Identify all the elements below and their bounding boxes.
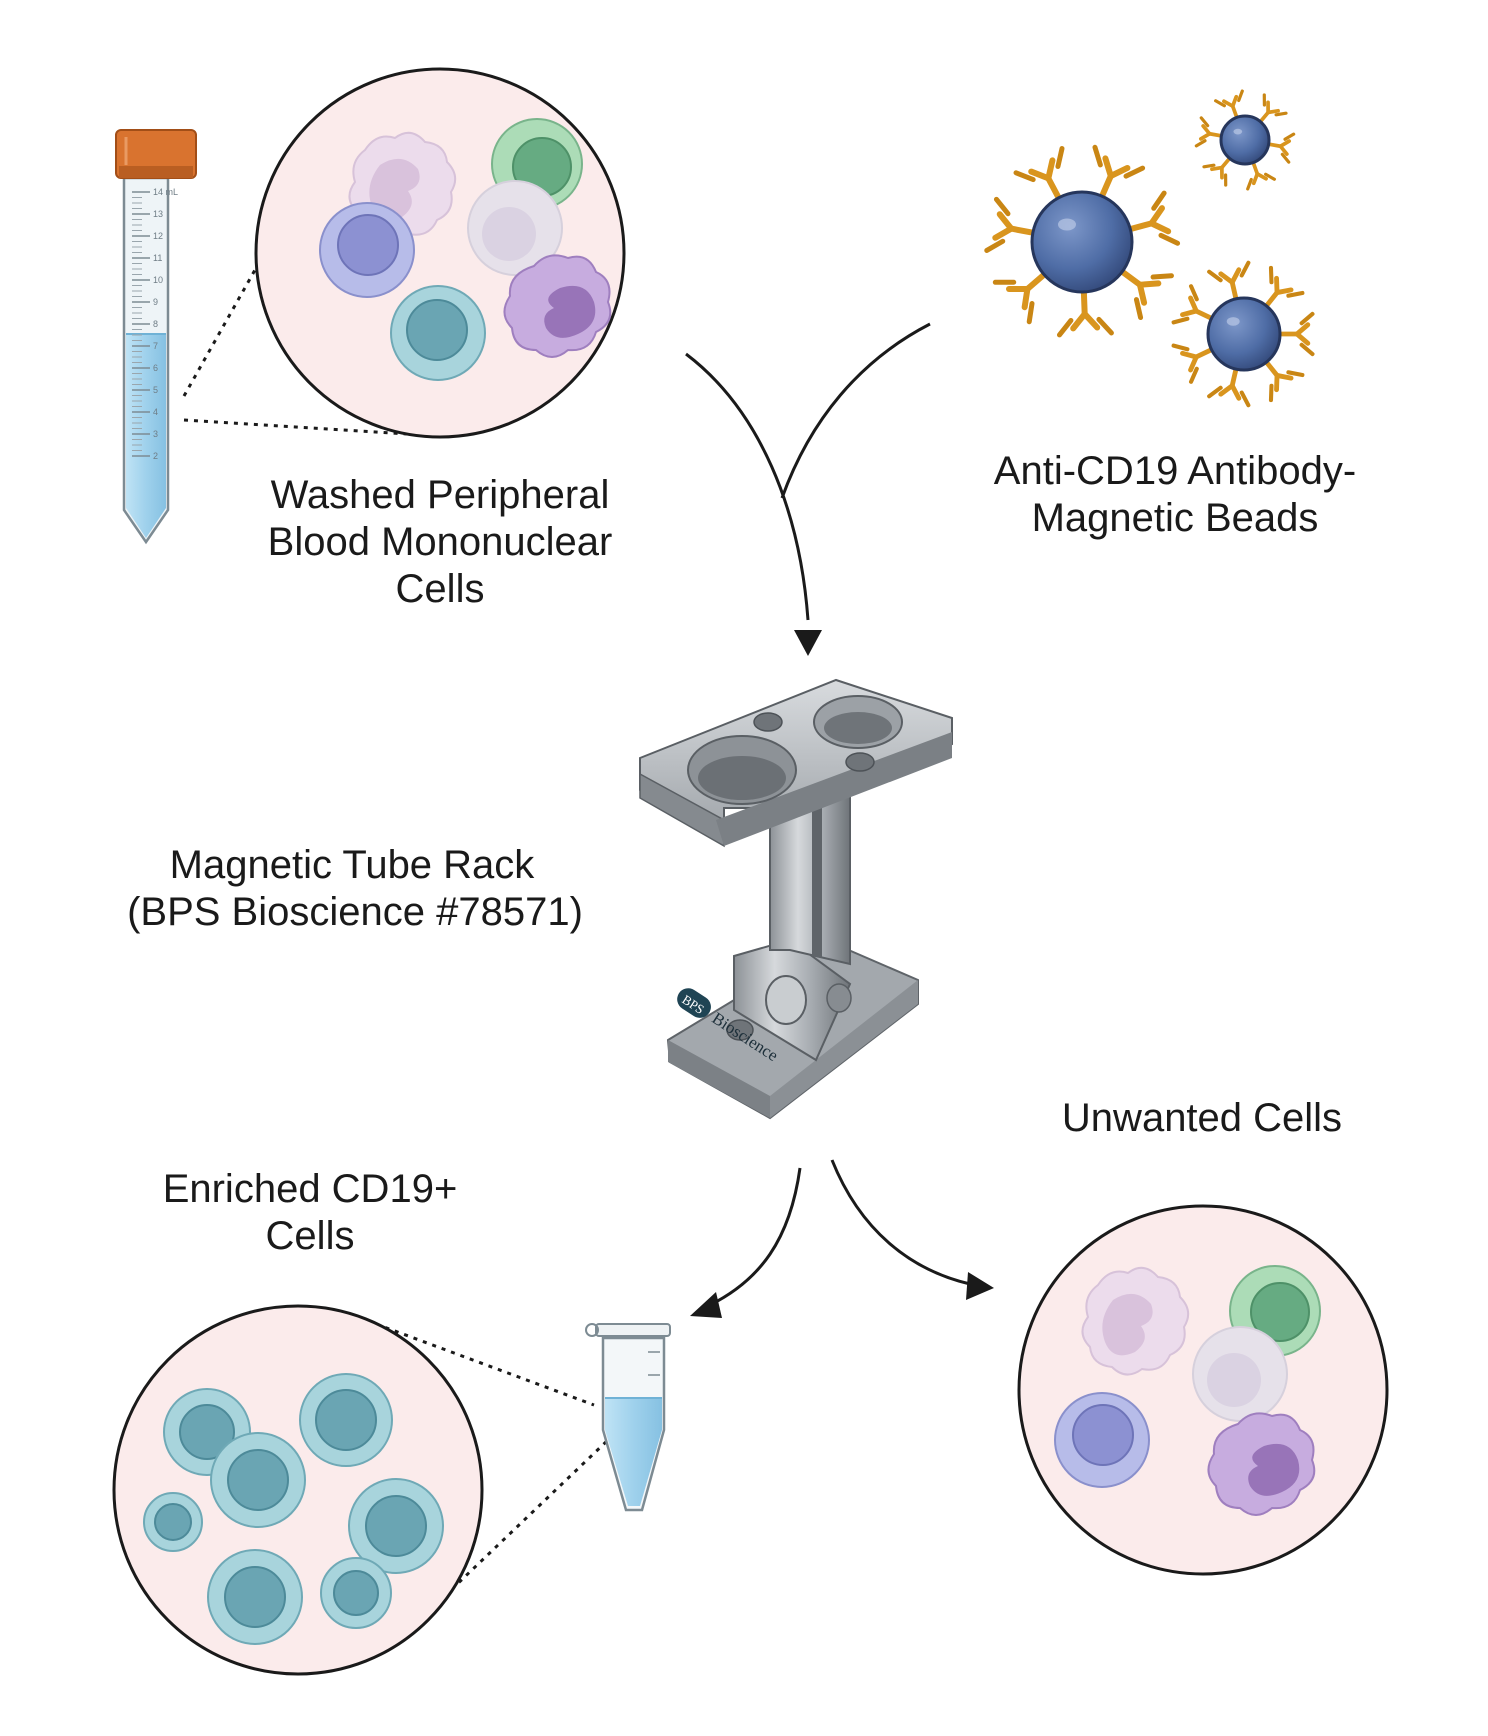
merge-arrowhead xyxy=(794,630,822,656)
magnet-disc xyxy=(765,975,807,1025)
antibody xyxy=(1056,284,1114,338)
rack-label: Magnetic Tube Rack (BPS Bioscience #7857… xyxy=(127,843,583,934)
magnetic-beads-group xyxy=(984,89,1315,408)
tube-liquid xyxy=(126,334,166,538)
enriched-magnified-circle xyxy=(112,1304,484,1676)
pbmc-label-line-2: Blood Mononuclear xyxy=(268,520,613,564)
tube-graduation-label: 5 xyxy=(153,385,158,395)
faint-lymphocyte xyxy=(467,180,563,276)
b-cell xyxy=(143,1492,203,1552)
beads-label-line-1: Anti-CD19 Antibody- xyxy=(994,449,1356,493)
unwanted-label: Unwanted Cells xyxy=(1062,1096,1342,1140)
antibody xyxy=(1214,89,1244,124)
split-arrows xyxy=(690,1159,994,1318)
bead-core xyxy=(1030,190,1134,294)
antibody xyxy=(1207,260,1251,306)
tube-graduation-label: 14 mL xyxy=(153,187,178,197)
unwanted-label-line-1: Unwanted Cells xyxy=(1062,1096,1342,1140)
antibody xyxy=(1273,311,1315,357)
b-cell xyxy=(348,1478,444,1574)
bead-core xyxy=(1206,296,1282,372)
magnetic-bead xyxy=(984,144,1181,338)
tube-graduation-label: 4 xyxy=(153,407,158,417)
tube-graduation-marks: 14 mL 13 12 11 10 9 8 7 6 5 4 3 2 xyxy=(132,187,178,461)
microtube xyxy=(585,1323,671,1512)
tube-graduation-label: 7 xyxy=(153,341,158,351)
pbmc-magnified-circle xyxy=(254,67,626,439)
magnetic-bead xyxy=(1194,89,1296,191)
monocyte-faint xyxy=(1081,1266,1190,1376)
b-cell xyxy=(210,1432,306,1528)
lavender-lymphocyte xyxy=(319,202,415,298)
tube-graduation-label: 3 xyxy=(153,429,158,439)
rack-hole-small-1 xyxy=(753,712,783,732)
pbmc-label-line-1: Washed Peripheral xyxy=(271,473,610,517)
enriched-arrowhead xyxy=(690,1292,722,1318)
tube-graduation-label: 11 xyxy=(153,253,162,263)
faint-lymphocyte xyxy=(1192,1326,1288,1422)
beads-label: Anti-CD19 Antibody- Magnetic Beads xyxy=(994,449,1356,540)
rack-label-line-2: (BPS Bioscience #78571) xyxy=(127,890,583,934)
bead-core xyxy=(1219,114,1271,166)
enriched-label-line-1: Enriched CD19+ xyxy=(163,1167,458,1211)
pbmc-tube: 14 mL 13 12 11 10 9 8 7 6 5 4 3 2 xyxy=(115,129,197,545)
b-cell xyxy=(207,1549,303,1645)
b-cells xyxy=(143,1373,444,1645)
antibody xyxy=(1262,132,1296,164)
monocyte-purple xyxy=(1207,1412,1316,1516)
magnetic-bead xyxy=(1171,260,1315,408)
enriched-zoom-lines xyxy=(375,1322,610,1612)
tube-graduation-label: 2 xyxy=(153,451,158,461)
unwanted-magnified-circle xyxy=(1017,1204,1389,1576)
rack-hole-small-2 xyxy=(845,752,875,772)
microtube-lid xyxy=(595,1323,671,1337)
tube-graduation-label: 10 xyxy=(153,275,163,285)
lavender-lymphocyte xyxy=(1054,1392,1150,1488)
tube-graduation-label: 13 xyxy=(153,209,163,219)
antibody xyxy=(1092,144,1146,203)
beads-label-line-2: Magnetic Beads xyxy=(1032,496,1319,540)
antibody xyxy=(1116,266,1174,321)
enriched-label-line-2: Cells xyxy=(266,1214,355,1258)
tube-graduation-label: 12 xyxy=(153,231,163,241)
teal-lymphocyte xyxy=(390,285,486,381)
rack-label-line-1: Magnetic Tube Rack xyxy=(170,843,536,887)
pbmc-label-line-3: Cells xyxy=(396,567,485,611)
tube-graduation-label: 8 xyxy=(153,319,158,329)
magnetic-tube-rack: BPS Bioscience xyxy=(639,678,953,1120)
b-cell xyxy=(299,1373,393,1467)
antibody xyxy=(1255,93,1288,127)
unwanted-arrowhead xyxy=(966,1272,994,1300)
pbmc-label: Washed Peripheral Blood Mononuclear Cell… xyxy=(268,473,613,611)
tube-graduation-label: 9 xyxy=(153,297,158,307)
monocyte-purple xyxy=(503,254,612,358)
enriched-label: Enriched CD19+ Cells xyxy=(163,1167,458,1258)
b-cell xyxy=(320,1557,392,1629)
tube-graduation-label: 6 xyxy=(153,363,158,373)
merge-arrow xyxy=(685,322,931,656)
